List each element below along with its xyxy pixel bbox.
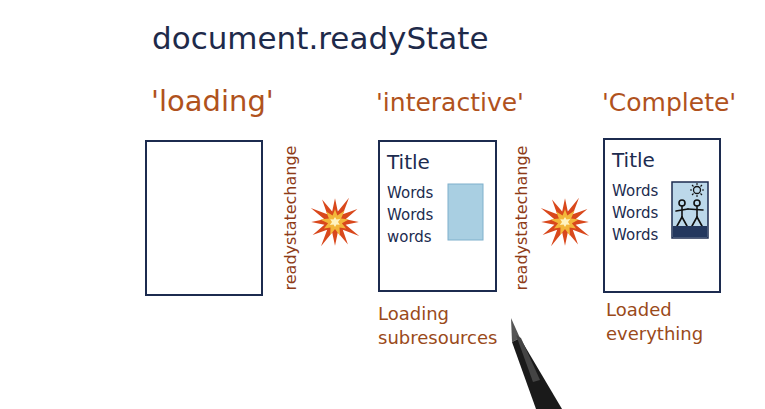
image-placeholder — [448, 184, 483, 240]
state-heading: 'Complete' — [602, 88, 736, 117]
state-heading: 'loading' — [151, 84, 274, 118]
state-heading: 'interactive' — [376, 88, 524, 117]
burst-shape — [560, 217, 570, 227]
page-body-text: Words Words Words — [612, 180, 672, 246]
state-note: Loaded everything — [606, 298, 726, 346]
page-body-text: Words Words words — [387, 182, 447, 248]
page-box: 'Complete'TitleWords Words Words — [603, 138, 721, 293]
event-name: readystatechange — [512, 146, 531, 291]
burst-shape — [330, 217, 340, 227]
event-name: readystatechange — [281, 146, 300, 291]
loaded-image — [672, 182, 708, 238]
state-note: Loading subresources — [378, 302, 513, 350]
page-title-text: Title — [612, 148, 655, 172]
pen — [511, 318, 562, 409]
diagram-title: document.readyState — [152, 20, 488, 56]
page-box: 'interactive'TitleWords Words words — [378, 140, 497, 292]
page-title-text: Title — [387, 150, 430, 174]
burst-shape — [320, 209, 349, 236]
page-box: 'loading' — [145, 140, 263, 296]
burst-shape — [311, 198, 359, 246]
burst-shape — [541, 198, 589, 246]
burst-shape — [550, 209, 579, 236]
